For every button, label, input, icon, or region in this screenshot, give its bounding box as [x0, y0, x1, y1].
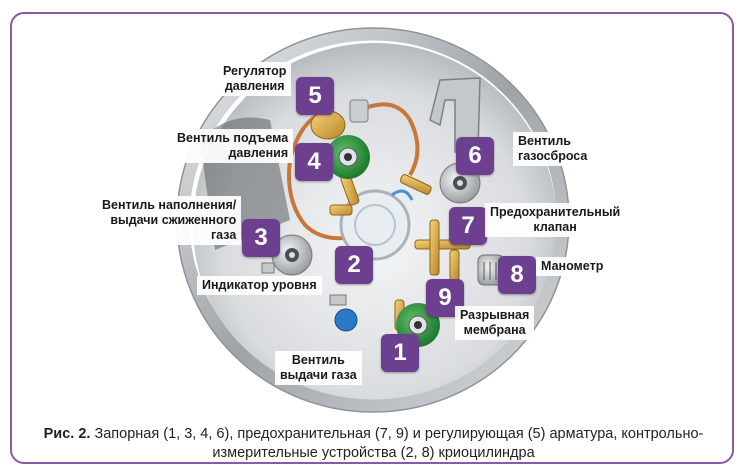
- badge-1: 1: [381, 334, 419, 372]
- badge-2: 2: [335, 246, 373, 284]
- level-indicator-gauge: [339, 189, 411, 261]
- blue-cap: [334, 308, 358, 332]
- badge-4: 4: [295, 143, 333, 181]
- valve-wheel-4: [326, 135, 370, 179]
- copper-pipe: [287, 110, 346, 241]
- badge-8: 8: [498, 256, 536, 294]
- figure-caption: Рис. 2. Запорная (1, 3, 4, 6), предохран…: [30, 425, 717, 463]
- valve-wheel-3: [271, 234, 313, 276]
- figure-frame: [10, 12, 734, 464]
- badge-6: 6: [456, 137, 494, 175]
- badge-7: 7: [449, 207, 487, 245]
- handle-bracket: [429, 77, 481, 153]
- label-2: Индикатор уровня: [197, 276, 322, 295]
- badge-3: 3: [242, 219, 280, 257]
- caption-prefix: Рис. 2.: [43, 426, 91, 442]
- pressure-regulator: [310, 110, 346, 140]
- badge-5: 5: [296, 77, 334, 115]
- caption-text: Запорная (1, 3, 4, 6), предохранительная…: [94, 426, 704, 461]
- label-8: Манометр: [536, 257, 609, 276]
